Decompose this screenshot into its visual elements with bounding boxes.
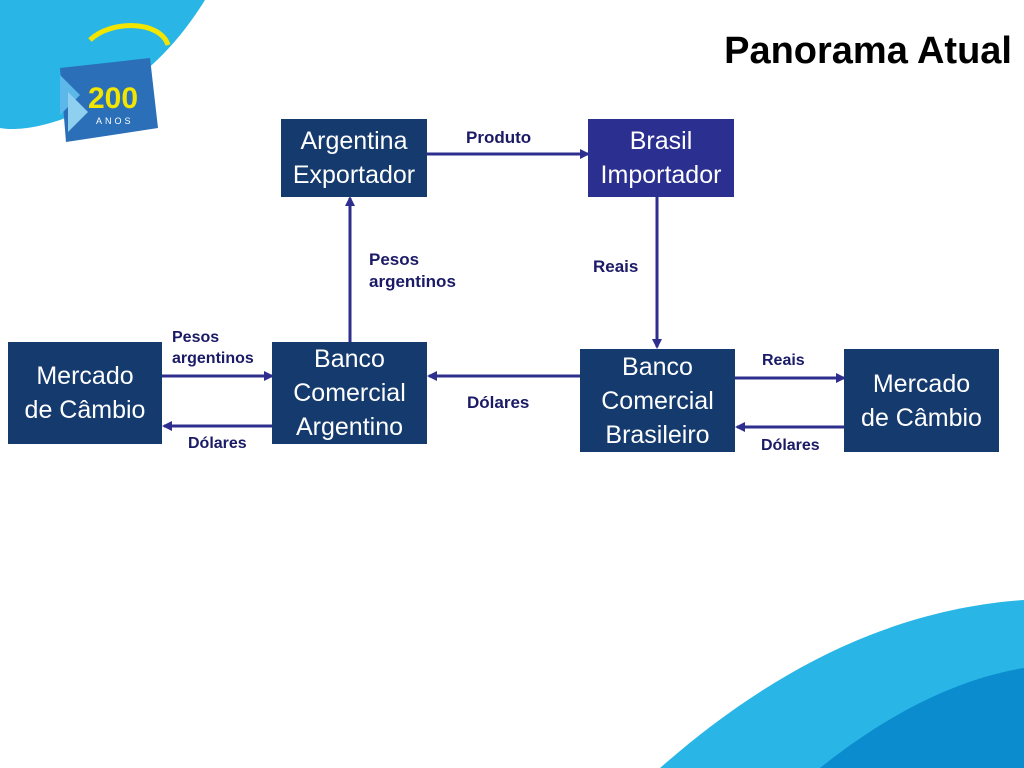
edge-label-reais-right: Reais (762, 352, 805, 369)
node-label: Banco Comercial Argentino (293, 345, 406, 441)
edge-label-pesos-up: Pesos argentinos (369, 250, 456, 291)
node-argentina-exportador: Argentina Exportador (281, 119, 427, 197)
edge-label-produto: Produto (466, 128, 532, 147)
edge-label-reais-down: Reais (593, 257, 639, 276)
edge-label-pesos-left: Pesos argentinos (172, 329, 254, 367)
logo-word: ANOS (96, 116, 134, 126)
page-title: Panorama Atual (724, 30, 1012, 72)
node-label: Mercado de Câmbio (861, 369, 982, 432)
node-banco-argentino: Banco Comercial Argentino (272, 342, 427, 444)
bottom-right-wave-dark (820, 668, 1024, 768)
node-label: Banco Comercial Brasileiro (601, 352, 714, 449)
node-brasil-importador: Brasil Importador (588, 119, 734, 197)
node-banco-brasileiro: Banco Comercial Brasileiro (580, 349, 735, 452)
logo-number: 200 (88, 82, 138, 115)
edge-label-dolares-middle: Dólares (467, 393, 530, 412)
logo-200-anos: 200 ANOS (60, 23, 171, 142)
node-label: Mercado de Câmbio (24, 362, 146, 424)
node-mercado-cambio-ar: Mercado de Câmbio (8, 342, 162, 444)
node-label: Brasil Importador (600, 127, 722, 189)
node-label: Argentina Exportador (292, 127, 416, 189)
edge-label-dolares-right: Dólares (761, 437, 820, 454)
edge-label-dolares-left: Dólares (188, 435, 247, 452)
node-mercado-cambio-br: Mercado de Câmbio (844, 349, 999, 452)
